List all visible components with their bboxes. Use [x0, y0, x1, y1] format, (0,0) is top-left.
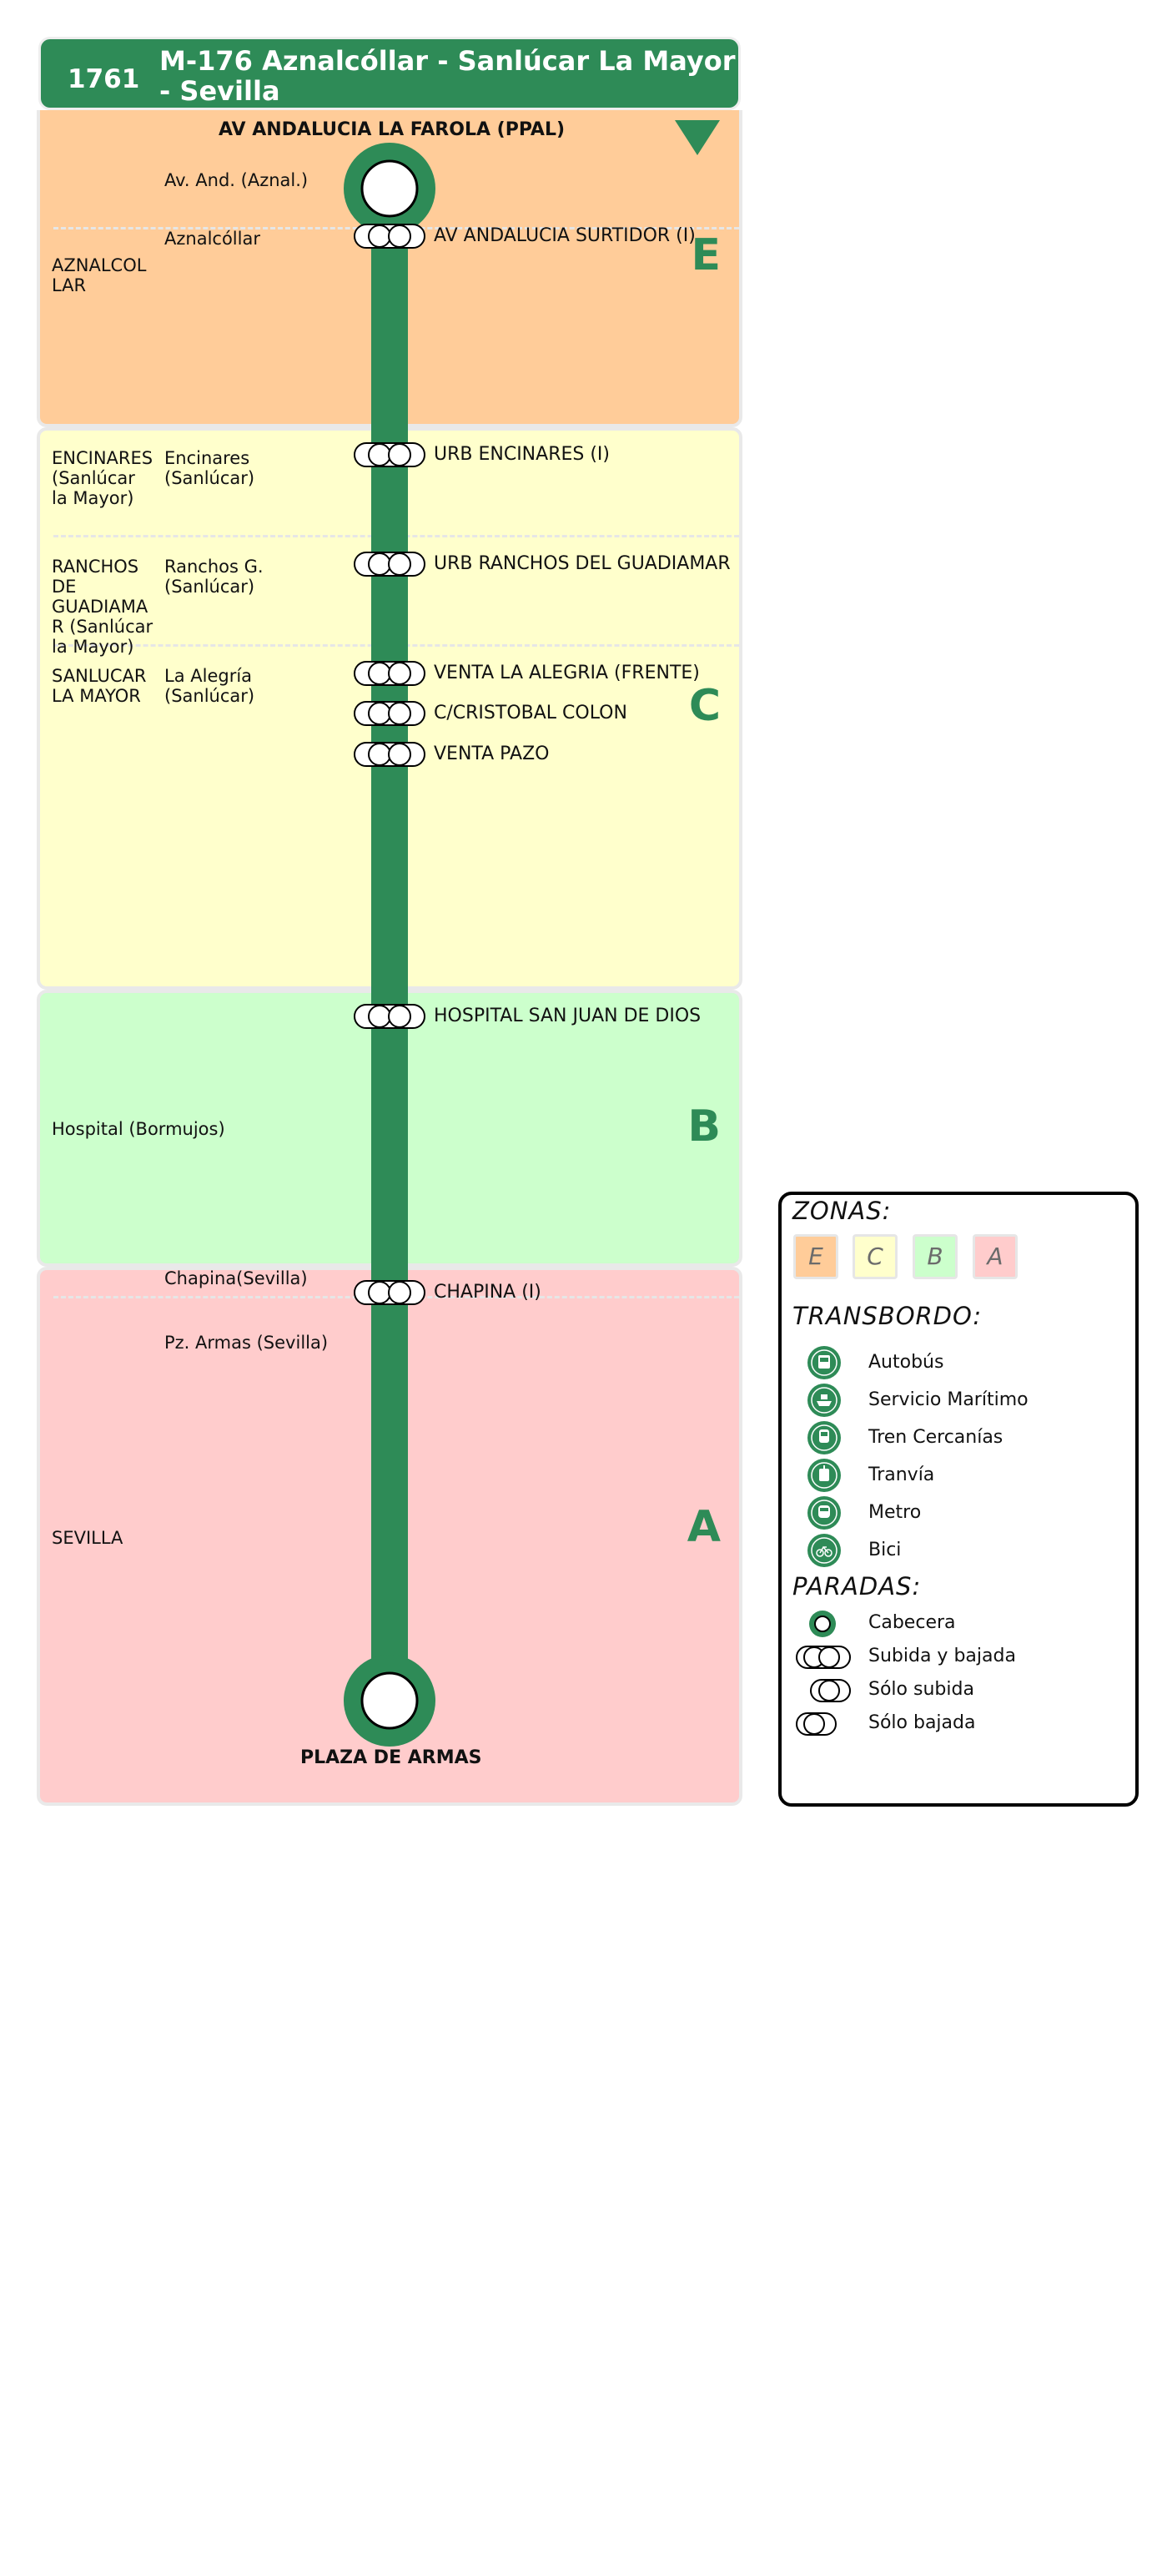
stop-label: URB RANCHOS DEL GUADIAMAR: [434, 553, 731, 574]
bike-icon: [807, 1534, 841, 1567]
line-number: 1761: [68, 64, 140, 94]
stop-label: HOSPITAL SAN JUAN DE DIOS: [434, 1006, 702, 1026]
legend-stop-type-label: Subida y bajada: [868, 1646, 1016, 1666]
locality-label: Encinares (Sanlúcar): [164, 448, 255, 488]
stop-marker: [354, 442, 425, 467]
board-alight-stop-icon: [796, 1646, 851, 1669]
route-header: 1761 M-176 Aznalcóllar - Sanlúcar La May…: [38, 37, 741, 110]
legend-zone-swatch: B: [913, 1234, 958, 1279]
alight-only-stop-icon: [796, 1712, 837, 1736]
transfer-icons: [807, 1346, 841, 1567]
legend-paradas-title: PARADAS:: [792, 1572, 922, 1601]
terminal-stop-destination: [344, 1655, 435, 1747]
legend: [778, 1192, 1139, 1807]
legend-stop-type-label: Sólo bajada: [868, 1712, 976, 1733]
stop-marker: [354, 552, 425, 577]
metro-icon: [807, 1496, 841, 1530]
locality-label: Ranchos G. (Sanlúcar): [164, 557, 264, 597]
legend-transbordo-title: TRANSBORDO:: [792, 1302, 983, 1330]
stop-label: VENTA LA ALEGRIA (FRENTE): [434, 663, 700, 683]
legend-stop-type-label: Sólo subida: [868, 1679, 974, 1700]
legend-transfer-label: Tranvía: [868, 1464, 935, 1485]
route-line: [371, 189, 408, 1701]
stop-type-icons: [796, 1611, 851, 1736]
municipality-label: AZNALCOL LAR: [52, 255, 147, 295]
stop-marker: [354, 1004, 425, 1029]
bus-icon: [807, 1346, 841, 1379]
legend-zone-swatch: C: [853, 1234, 898, 1279]
destination-stop-label: PLAZA DE ARMAS: [300, 1747, 482, 1768]
legend-transfer-label: Servicio Marítimo: [868, 1389, 1029, 1410]
locality-label: Aznalcóllar: [164, 229, 260, 249]
zone-letter: B: [687, 1101, 721, 1152]
locality-label: Av. And. (Aznal.): [164, 170, 309, 190]
zone-letter: A: [687, 1502, 721, 1552]
board-only-stop-icon: [810, 1679, 851, 1702]
stop-label: VENTA PAZO: [434, 744, 550, 764]
stop-label: AV ANDALUCIA SURTIDOR (I): [434, 225, 696, 246]
municipality-label: SANLUCAR LA MAYOR: [52, 666, 147, 706]
stop-label: CHAPINA (I): [434, 1282, 541, 1303]
legend-zonas-title: ZONAS:: [792, 1197, 892, 1225]
origin-stop-label: AV ANDALUCIA LA FAROLA (PPAL): [219, 119, 566, 140]
terminal-stop-origin: [344, 143, 435, 234]
route-title: M-176 Aznalcóllar - Sanlúcar La Mayor - …: [159, 45, 736, 107]
stop-marker: [354, 224, 425, 249]
legend-zone-swatch: E: [793, 1234, 838, 1279]
terminal-stop-icon: [809, 1611, 836, 1637]
triangle-down-icon: [675, 120, 720, 155]
legend-transfer-label: Metro: [868, 1502, 922, 1523]
municipality-label: Hospital (Bormujos): [52, 1119, 225, 1139]
stop-label: URB ENCINARES (I): [434, 444, 610, 465]
legend-stop-type-label: Cabecera: [868, 1612, 956, 1633]
train-icon: [807, 1421, 841, 1454]
municipality-label: RANCHOS DE GUADIAMA R (Sanlúcar la Mayor…: [52, 557, 153, 657]
legend-transfer-label: Bici: [868, 1540, 902, 1560]
boat-icon: [807, 1384, 841, 1417]
stop-marker: [354, 661, 425, 686]
stop-label: C/CRISTOBAL COLON: [434, 703, 627, 723]
route-line-diagram: [344, 120, 720, 1747]
locality-label: La Alegría (Sanlúcar): [164, 666, 255, 706]
zone-letter: E: [691, 230, 721, 280]
legend-transfer-label: Autobús: [868, 1352, 944, 1373]
stop-marker: [354, 742, 425, 767]
stop-marker: [354, 701, 425, 726]
locality-label: Chapina(Sevilla): [164, 1268, 308, 1288]
legend-transfer-label: Tren Cercanías: [868, 1427, 1004, 1448]
municipality-label: ENCINARES (Sanlúcar la Mayor): [52, 448, 153, 508]
tram-icon: [807, 1459, 841, 1492]
locality-label: Pz. Armas (Sevilla): [164, 1333, 329, 1353]
stop-marker: [354, 1280, 425, 1305]
legend-zone-swatch: A: [973, 1234, 1018, 1279]
municipality-label: SEVILLA: [52, 1528, 123, 1548]
zone-letter: C: [688, 681, 721, 731]
